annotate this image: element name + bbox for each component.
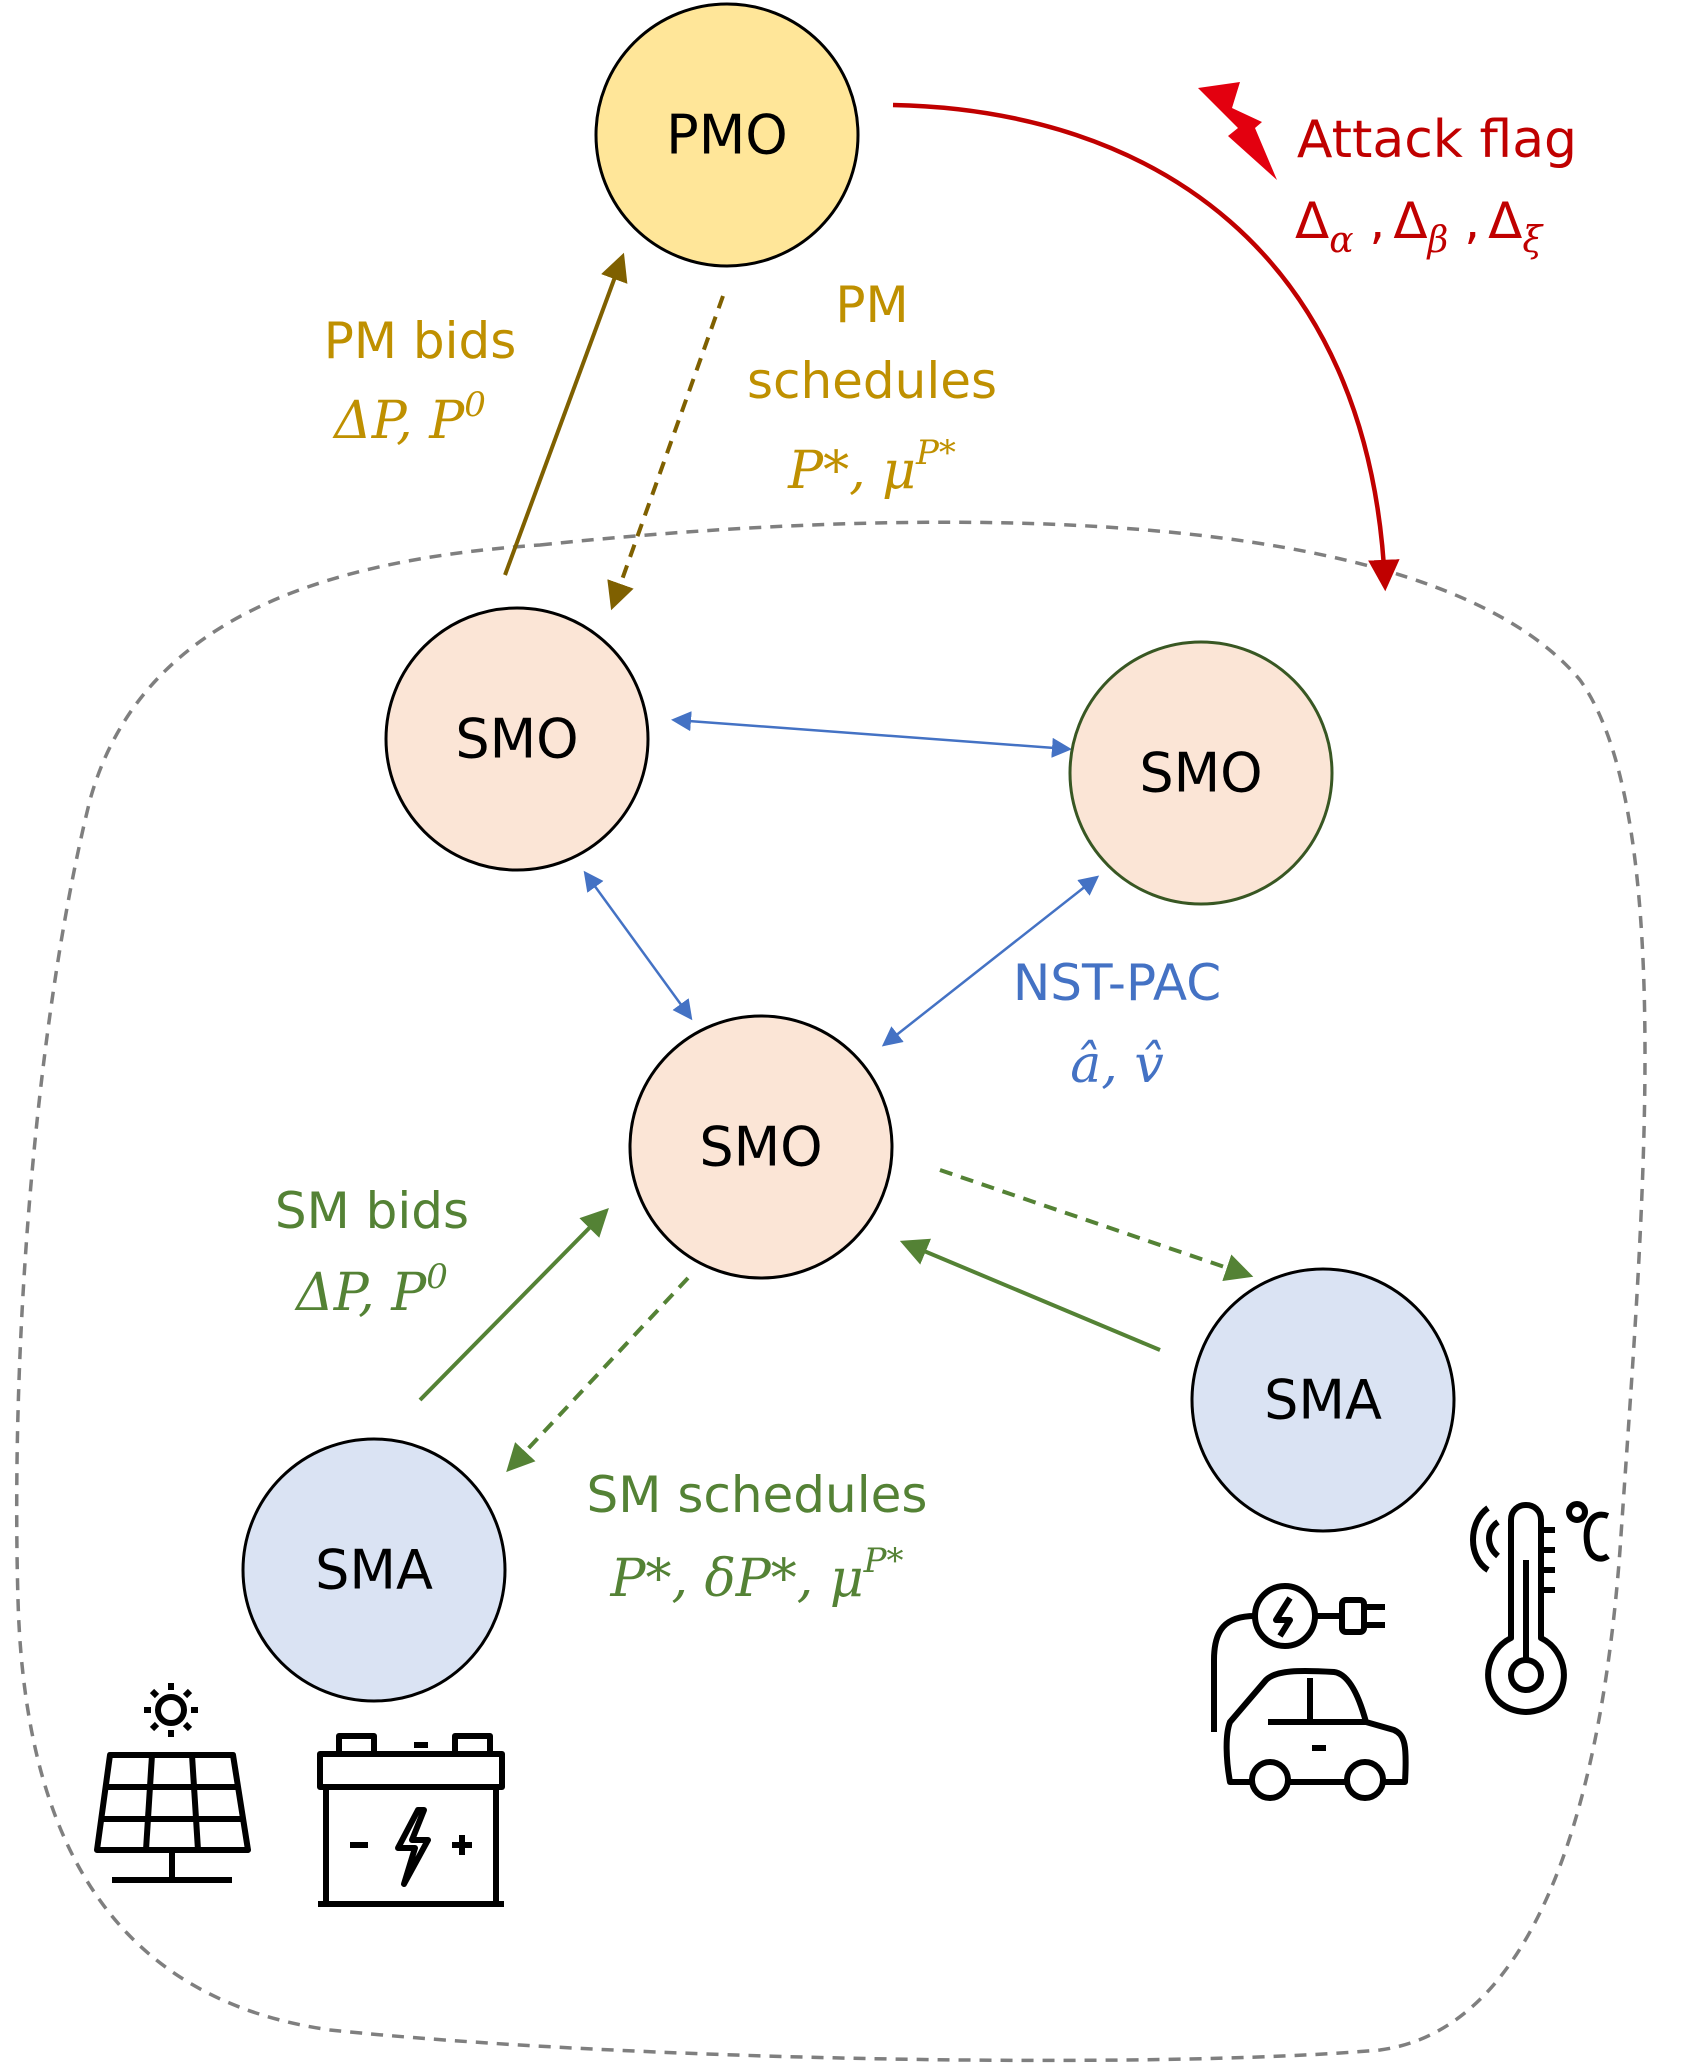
pmo-label: PMO xyxy=(666,104,788,167)
nst-pac-arrow-right xyxy=(881,875,1100,1047)
battery-icon xyxy=(317,1733,505,1907)
sm-schedules-arrow-left xyxy=(506,1276,690,1473)
pmo-node: PMO xyxy=(594,2,860,268)
sma-label: SMA xyxy=(315,1539,433,1602)
smo-label: SMO xyxy=(455,708,578,771)
pm-schedules-line1: PM xyxy=(835,276,908,334)
secondary-market-boundary xyxy=(14,520,1647,2063)
sm-bids-arrow-left xyxy=(418,1208,609,1402)
attack-flag-vars: Δα ,Δβ ,Δξ xyxy=(1295,192,1544,261)
smo-node-center: SMO xyxy=(628,1014,894,1280)
sm-schedules-vars: P*, δP*, μP* xyxy=(609,1541,903,1609)
pm-bids-title: PM bids xyxy=(324,312,517,370)
ev-charging-icon xyxy=(1211,1583,1409,1801)
lightning-icon xyxy=(1198,82,1277,180)
sm-schedules-arrow-right xyxy=(939,1168,1254,1282)
pm-bids-vars: ΔP, P0 xyxy=(332,385,486,451)
smo-node-right: SMO xyxy=(1068,640,1334,906)
attack-flag-arrow xyxy=(892,102,1400,592)
sm-schedules-title: SM schedules xyxy=(587,1466,928,1524)
pm-schedules-arrow xyxy=(607,295,725,611)
pm-schedules-vars: P*, μP* xyxy=(787,433,956,501)
pm-schedules-line2: schedules xyxy=(747,352,997,410)
smo-node-top-left: SMO xyxy=(384,606,650,872)
thermometer-icon xyxy=(1470,1501,1610,1715)
smo-label: SMO xyxy=(1139,742,1262,805)
solar-panel-icon xyxy=(94,1683,251,1883)
nst-pac-arrow-left xyxy=(583,870,693,1021)
nst-pac-title: NST-PAC xyxy=(1013,954,1221,1012)
sm-bids-arrow-right xyxy=(899,1238,1161,1352)
nst-pac-arrow-top xyxy=(671,711,1072,758)
sma-node-right: SMA xyxy=(1190,1267,1456,1533)
attack-flag-title: Attack flag xyxy=(1297,110,1577,170)
pm-bids-arrow xyxy=(503,252,628,576)
sma-node-left: SMA xyxy=(241,1437,507,1703)
sm-bids-vars: ΔP, P0 xyxy=(294,1257,448,1323)
sm-bids-title: SM bids xyxy=(275,1182,469,1240)
nst-pac-vars: â, v̂ xyxy=(1070,1035,1163,1095)
sma-label: SMA xyxy=(1264,1369,1382,1432)
smo-label: SMO xyxy=(699,1116,822,1179)
